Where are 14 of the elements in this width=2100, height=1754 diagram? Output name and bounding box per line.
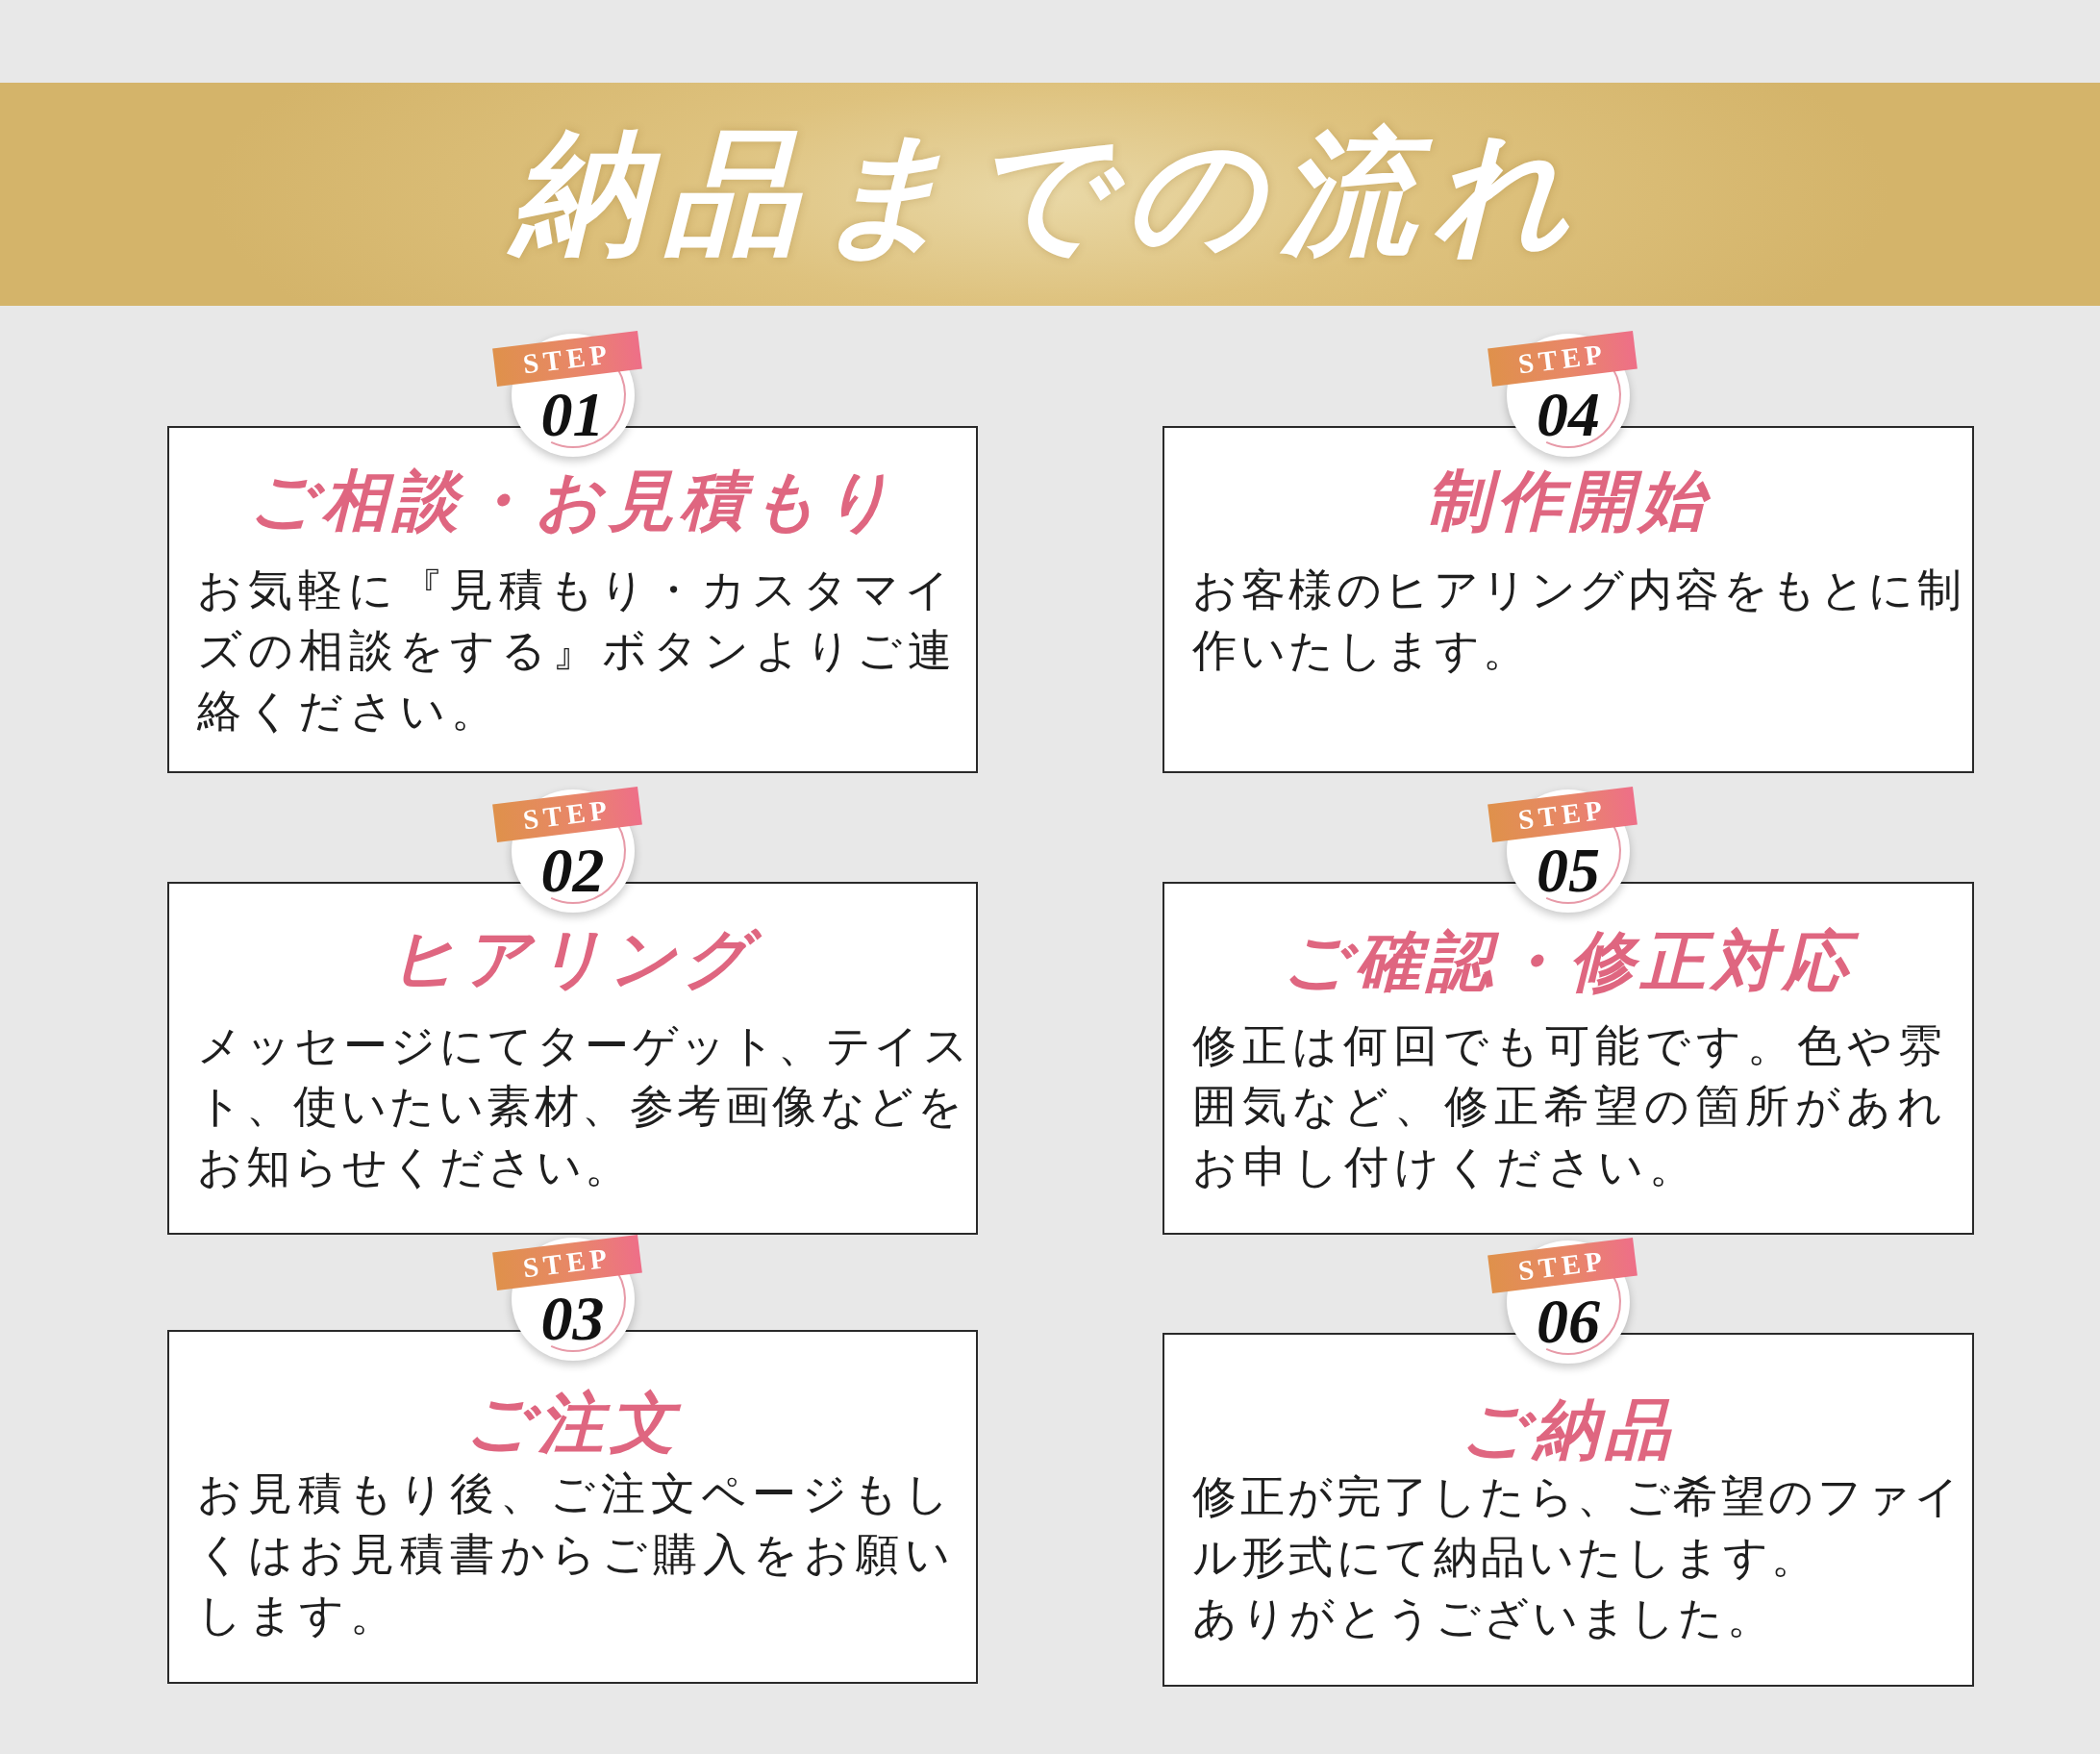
step-description: お客様のヒアリング内容をもとに制作いたします。 [1192,564,1965,677]
step-description: 修正が完了したら、ご希望のファイル形式にて納品いたします。 [1192,1471,1963,1584]
closing-note: ありがとうございました。 [1192,1592,1775,1644]
step-heading: ご注文 [463,1386,683,1463]
page-title: 納品までの流れ [474,101,1626,288]
step-heading: ご相談・お見積もり [247,464,898,540]
step-heading: ヒアリング [368,915,777,1004]
step-description: お気軽に『見積もり・カスタマイズの相談をする』ボタンよりご連絡ください。 [197,564,959,738]
step-heading: ご確認・修正対応 [1262,918,1875,1007]
step-description: お見積もり後、ご注文ページもしくはお見積書からご購入をお願いします。 [197,1468,957,1641]
step-heading: ご納品 [1460,1392,1677,1469]
step-description: メッセージにてターゲット、テイスト、使いたい素材、参考画像などをお知らせください。 [197,1020,972,1193]
step-heading: 制作開始 [1425,464,1712,540]
step-description: 修正は何回でも可能です。色や雰囲気など、修正希望の箇所があれお申し付けください。 [1192,1020,1949,1193]
